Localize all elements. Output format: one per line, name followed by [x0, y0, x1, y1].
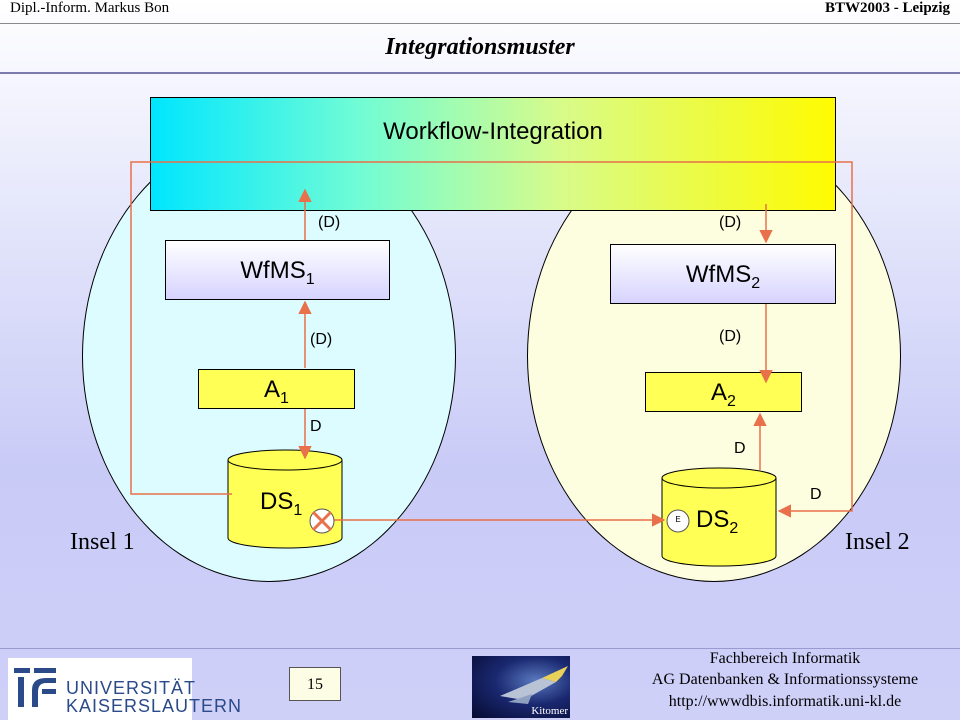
- department-text: Fachbereich Informatik: [709, 650, 861, 667]
- edge-label-d-right-upper: D: [734, 440, 746, 457]
- wfms-1-box: WfMS1: [165, 240, 390, 300]
- edge-label-d-left: D: [310, 418, 322, 435]
- logo-line-1: UNIVERSITÄT: [66, 678, 197, 698]
- spaceship-icon: [500, 666, 568, 704]
- university-emblem-icon: [14, 668, 56, 707]
- edge-label-d-right-lower: D: [810, 486, 822, 503]
- edge-label-d-top-right: (D): [719, 214, 742, 231]
- kitomer-image: Kitomer: [472, 656, 570, 718]
- title-divider: [0, 72, 960, 74]
- group-text: AG Datenbanken & Informationssysteme: [651, 671, 919, 688]
- workflow-integration-label: Workflow-Integration: [383, 118, 603, 145]
- page-number: 15: [289, 667, 341, 701]
- application-1-box: A1: [198, 369, 355, 409]
- kitomer-label: Kitomer: [531, 705, 568, 717]
- insel-1-label: Insel 1: [70, 529, 135, 555]
- wfms-2-box: WfMS2: [610, 244, 836, 304]
- edge-label-d-mid-right: (D): [719, 328, 742, 345]
- event-marker-label: E: [675, 515, 681, 524]
- author-name: Dipl.-Inform. Markus Bon: [10, 0, 170, 16]
- website-url[interactable]: http://wwwdbis.informatik.uni-kl.de: [668, 693, 902, 710]
- application-2-box: A2: [645, 372, 802, 412]
- edge-label-d-mid-left: (D): [310, 331, 333, 348]
- footer-divider: [0, 648, 960, 649]
- ds-1-label: DS1: [260, 488, 303, 519]
- edge-label-d-top-left: (D): [318, 214, 341, 231]
- workflow-integration-box: [150, 97, 836, 211]
- logo-line-2: KAISERSLAUTERN: [66, 696, 243, 716]
- insel-2-label: Insel 2: [845, 529, 910, 555]
- header-divider: [0, 23, 960, 24]
- university-logo: UNIVERSITÄT KAISERSLAUTERN: [8, 658, 241, 720]
- ds-2-label: DS2: [696, 506, 739, 537]
- page-title: Integrationsmuster: [385, 34, 575, 60]
- event-name: BTW2003 - Leipzig: [824, 0, 950, 16]
